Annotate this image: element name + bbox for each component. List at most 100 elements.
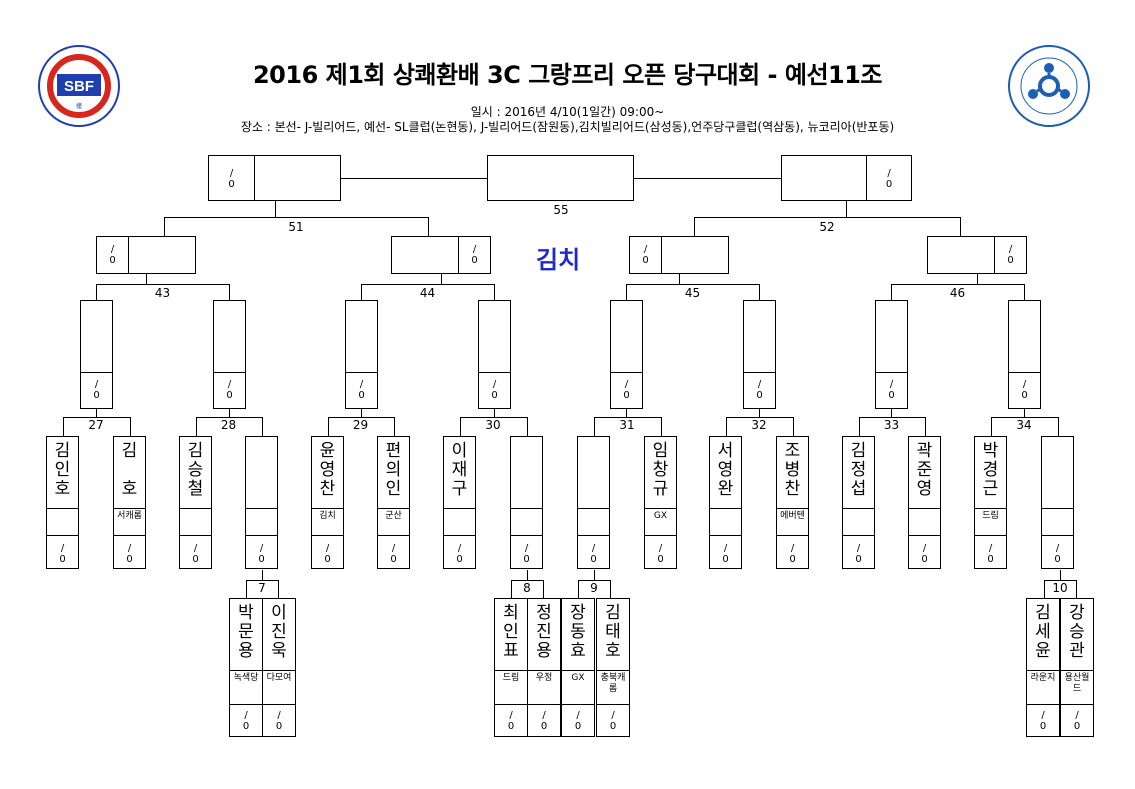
player-club-box [1041, 508, 1074, 536]
sbf-logo: SBF 撞 [38, 45, 120, 127]
player-club-box [245, 508, 278, 536]
semi-score: /0 [642, 244, 649, 266]
svg-text:SBF: SBF [64, 78, 94, 95]
player-score-box [776, 535, 809, 569]
bracket-line [578, 580, 579, 598]
player-score-box [377, 535, 410, 569]
match-number: 46 [949, 286, 966, 300]
match-score: /0 [1021, 379, 1028, 401]
bracket-line [195, 417, 262, 418]
player-club: 드림 [502, 673, 520, 683]
player-score: /0 [540, 710, 548, 732]
player-score: /0 [722, 543, 729, 565]
player-name-box [644, 436, 677, 509]
bracket-line [694, 217, 960, 218]
bracket-line [361, 284, 494, 285]
bracket-line [543, 580, 544, 598]
player-club-box [577, 508, 610, 536]
match-number: 9 [590, 581, 598, 595]
bracket-line [246, 580, 278, 581]
bracket-line [341, 178, 487, 179]
player-name-box [510, 436, 543, 509]
player-name-box [1060, 598, 1094, 671]
match-winner-box [610, 300, 643, 373]
bracket-line [261, 417, 263, 436]
bracket-line [977, 274, 978, 284]
bracket-line [594, 570, 595, 580]
bracket-line [1044, 580, 1076, 581]
match-number: 55 [553, 203, 569, 217]
bracket-line [593, 417, 661, 418]
player-name-box [596, 598, 630, 671]
bracket-line [1024, 409, 1025, 417]
semi-score: /0 [1007, 244, 1014, 266]
player-club: 다모여 [266, 673, 292, 683]
bracket-line [511, 580, 543, 581]
player-club-box [908, 508, 941, 536]
match-score-box [478, 372, 511, 409]
player-score: /0 [1073, 710, 1081, 732]
match-winner-box [875, 300, 908, 373]
player-score-box [709, 535, 742, 569]
player-name-box [113, 436, 146, 509]
player-name-box [262, 598, 296, 671]
bracket-line [129, 417, 131, 436]
match-score-box [875, 372, 908, 409]
bracket-line [960, 217, 961, 236]
player-score-box [311, 535, 344, 569]
player-score: /0 [921, 543, 928, 565]
bracket-line [792, 417, 794, 436]
seoul-sports-council-logo [1008, 45, 1090, 127]
player-club-box [510, 508, 543, 536]
bracket-line [527, 570, 528, 580]
player-score-box [443, 535, 476, 569]
bracket-line [578, 580, 610, 581]
match-number: 32 [751, 418, 767, 432]
bracket-line [246, 580, 247, 598]
bracket-line [361, 284, 362, 300]
player-name-box [974, 436, 1007, 509]
bracket-line [441, 274, 442, 284]
match-number: 44 [419, 286, 436, 300]
bracket-line [195, 417, 197, 436]
bracket-line [526, 417, 528, 436]
player-club: 라운지 [1030, 673, 1056, 683]
player-club: GX [653, 511, 668, 521]
player-score: /0 [855, 543, 862, 565]
player-score-box [842, 535, 875, 569]
player-score-box [229, 704, 263, 737]
player-club: 서캐롬 [117, 511, 142, 521]
match-number: 7 [258, 581, 266, 595]
bracket-line [593, 417, 595, 436]
player-club: 드림 [982, 511, 999, 521]
player-name-box [561, 598, 595, 671]
player-score: /0 [574, 710, 582, 732]
player-score: /0 [789, 543, 796, 565]
player-score-box [527, 704, 561, 737]
final-score: /0 [885, 168, 893, 190]
match-score: /0 [93, 379, 100, 401]
semi-score-box [96, 236, 129, 274]
player-score-box [510, 535, 543, 569]
player-score: /0 [1054, 543, 1061, 565]
player-name-box [46, 436, 79, 509]
player-score: /0 [324, 543, 331, 565]
player-name-box [842, 436, 875, 509]
bracket-line [164, 217, 275, 218]
player-score-box [245, 535, 278, 569]
bracket-line [759, 284, 760, 300]
bracket-line [891, 284, 892, 300]
player-club-box [644, 508, 677, 536]
player-club-box [229, 670, 263, 705]
match-number: 52 [819, 220, 835, 234]
match-score-box [213, 372, 246, 409]
bracket-line [96, 284, 229, 285]
player-club-box [311, 508, 344, 536]
semi-score: /0 [471, 244, 478, 266]
bracket-line [725, 417, 793, 418]
bracket-line [275, 201, 276, 217]
